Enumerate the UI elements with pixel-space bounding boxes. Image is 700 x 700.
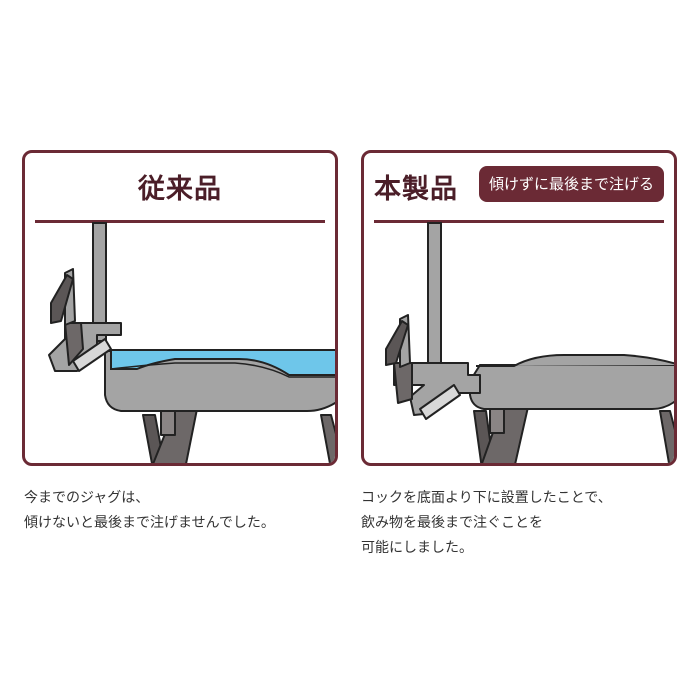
panel-this-product: 本製品 傾けずに最後まで注げる bbox=[361, 150, 677, 466]
spout-icon bbox=[393, 362, 481, 420]
cock-lever-icon bbox=[50, 268, 76, 326]
new-jug-illustration bbox=[385, 222, 674, 463]
caption-line: 可能にしました。 bbox=[361, 540, 473, 556]
caption-this-product: コックを底面より下に設置したことで、 飲み物を最後まで注ぐことを 可能にしました… bbox=[361, 486, 612, 561]
jug-stand bbox=[473, 406, 674, 463]
jug-body bbox=[469, 354, 674, 410]
caption-line: コックを底面より下に設置したことで、 bbox=[361, 490, 612, 506]
title-divider bbox=[35, 220, 325, 223]
caption-line: 飲み物を最後まで注ぐことを bbox=[361, 515, 543, 531]
panel-title-conventional: 従来品 bbox=[138, 174, 222, 205]
feature-badge: 傾けずに最後まで注げる bbox=[478, 166, 664, 202]
vertical-pole bbox=[427, 222, 442, 374]
cock-lever-icon bbox=[385, 314, 411, 368]
title-divider bbox=[374, 220, 664, 223]
spout-icon bbox=[48, 322, 122, 372]
panel-conventional: 従来品 bbox=[22, 150, 338, 466]
panel-title-this-product: 本製品 bbox=[374, 174, 458, 205]
jug-body bbox=[104, 349, 335, 412]
caption-line: 今までのジャグは、 bbox=[24, 490, 150, 506]
remaining-liquid bbox=[110, 349, 335, 376]
conventional-jug-illustration bbox=[48, 222, 335, 463]
vertical-pole bbox=[92, 222, 107, 342]
caption-conventional: 今までのジャグは、 傾けないと最後まで注げませんでした。 bbox=[24, 486, 275, 536]
jug-stand bbox=[142, 408, 335, 463]
caption-line: 傾けないと最後まで注げませんでした。 bbox=[24, 515, 275, 531]
